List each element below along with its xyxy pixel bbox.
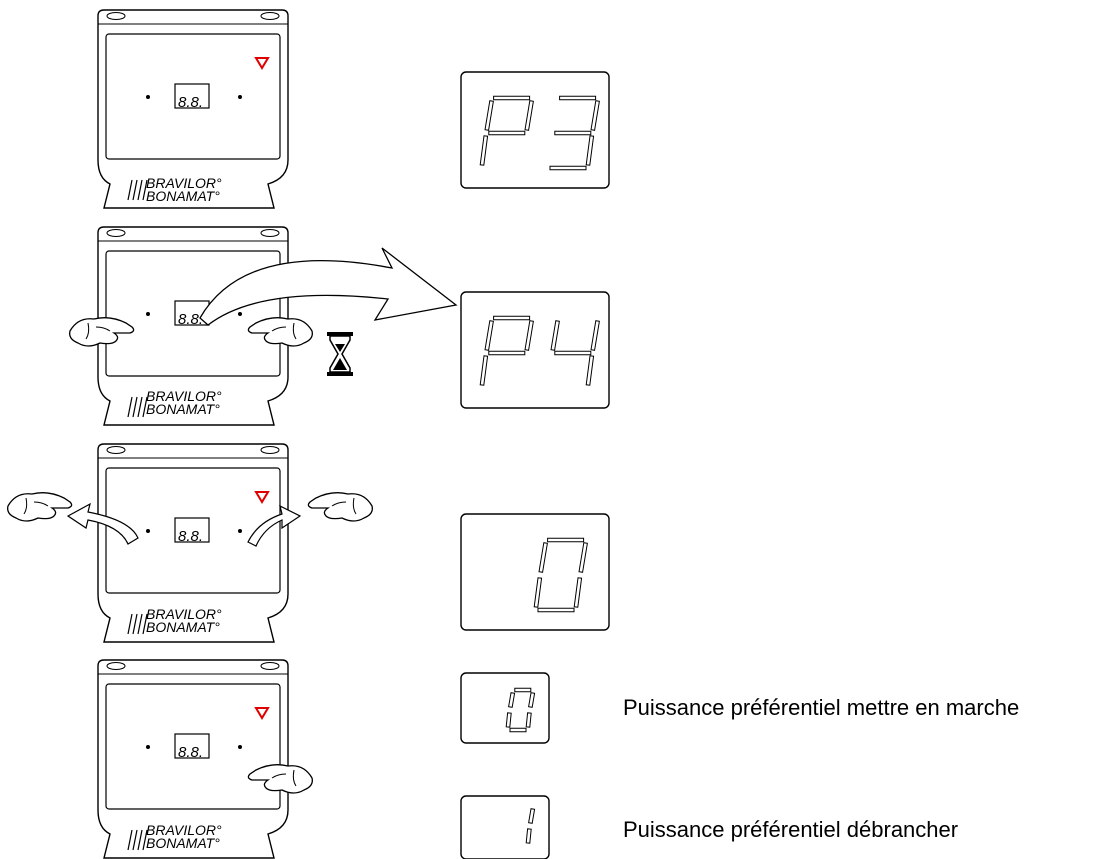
segment-d xyxy=(537,607,575,613)
mini-display-4: 8.8. xyxy=(178,744,204,761)
segment-digit-4 xyxy=(550,320,600,386)
brand-line1-3: BRAVILOR° xyxy=(146,606,222,622)
segment-e xyxy=(479,135,489,166)
segment-digit-3 xyxy=(549,95,600,171)
segment-digit-p xyxy=(479,95,534,166)
segment-f xyxy=(538,542,548,573)
hourglass-icon xyxy=(327,332,353,376)
segment-b xyxy=(590,100,600,131)
segment-a xyxy=(493,315,531,321)
segment-g xyxy=(488,350,526,356)
display-p4 xyxy=(479,315,600,386)
brand-line1-4: BRAVILOR° xyxy=(146,822,222,838)
segment-c xyxy=(585,135,595,166)
display-p4-frame xyxy=(460,291,610,409)
brand-line2-1: BONAMAT° xyxy=(146,188,220,204)
segment-e xyxy=(505,712,512,728)
brand-line2-4: BONAMAT° xyxy=(146,835,220,851)
segment-digit-p xyxy=(479,315,534,386)
display-p3-frame xyxy=(460,71,610,189)
segment-c xyxy=(525,712,532,728)
segment-a xyxy=(514,687,532,693)
pointing-hand-icon xyxy=(7,492,73,522)
caption-power-on: Puissance préférentiel mettre en marche xyxy=(623,695,1020,720)
display-zero-small xyxy=(505,687,536,733)
display-one-small-frame xyxy=(460,795,550,859)
brand-line1-2: BRAVILOR° xyxy=(146,388,222,404)
segment-d xyxy=(509,727,527,733)
segment-a xyxy=(559,95,597,101)
brand-line1-1: BRAVILOR° xyxy=(146,175,222,191)
segment-f xyxy=(484,100,494,131)
pointing-hand-icon xyxy=(307,492,373,522)
segment-f xyxy=(550,320,560,351)
segment-g xyxy=(554,130,592,136)
segment-f xyxy=(484,320,494,351)
segment-c xyxy=(573,577,583,608)
segment-digit-0 xyxy=(505,687,536,733)
segment-f xyxy=(508,692,516,708)
segment-b xyxy=(524,320,534,351)
segment-b xyxy=(528,692,536,708)
mini-display-1: 8.8. xyxy=(178,94,204,111)
segment-d xyxy=(549,165,587,171)
display-zero-large-frame xyxy=(460,513,610,631)
right-curved-arrow xyxy=(247,504,302,547)
segment-digit-1 xyxy=(525,808,536,844)
brand-line2-2: BONAMAT° xyxy=(146,401,220,417)
display-zero-large xyxy=(533,537,588,613)
segment-g xyxy=(554,350,592,356)
segment-b xyxy=(578,542,588,573)
segment-a xyxy=(547,537,585,543)
display-p3 xyxy=(479,95,600,171)
segment-digit-0 xyxy=(533,537,588,613)
segment-b xyxy=(524,100,534,131)
segment-c xyxy=(525,828,532,844)
mini-display-2: 8.8. xyxy=(178,311,204,328)
display-one-small xyxy=(525,808,536,844)
caption-power-off: Puissance préférentiel débrancher xyxy=(623,817,959,842)
transition-arrow xyxy=(199,247,458,326)
display-zero-small-frame xyxy=(460,672,550,744)
mini-display-3: 8.8. xyxy=(178,528,204,545)
segment-e xyxy=(533,577,543,608)
left-curved-arrow xyxy=(66,502,139,545)
segment-a xyxy=(493,95,531,101)
segment-c xyxy=(585,355,595,386)
brand-line2-3: BONAMAT° xyxy=(146,619,220,635)
segment-g xyxy=(488,130,526,136)
segment-e xyxy=(479,355,489,386)
segment-b xyxy=(528,808,536,824)
segment-b xyxy=(590,320,600,351)
